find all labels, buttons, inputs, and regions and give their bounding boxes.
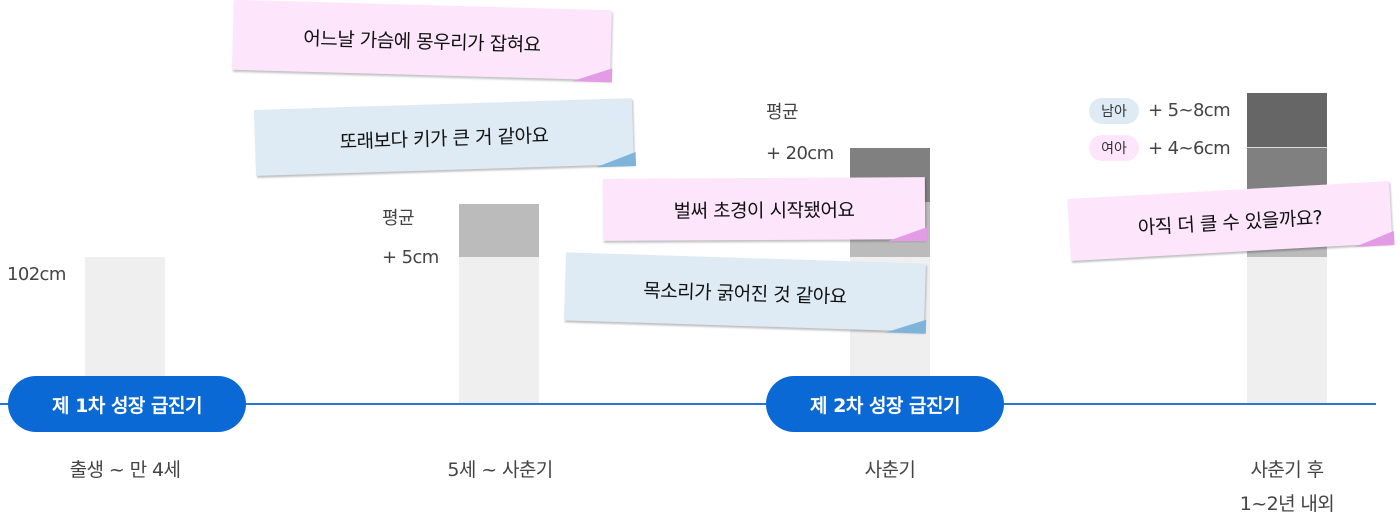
note-breast-bud: 어느날 가슴에 몽우리가 잡혀요: [232, 0, 613, 83]
stage-label-after-puberty-2: 1~2년 내외: [1239, 493, 1335, 515]
note-taller-than-peers: 또래보다 키가 큰 거 같아요: [254, 98, 637, 176]
note-menarche: 벌써 초경이 시작됐어요: [602, 177, 928, 242]
girl-gain-label: + 4~6cm: [1148, 138, 1231, 159]
boy-gain-label: + 5~8cm: [1148, 100, 1231, 121]
stage-label-5-to-puberty: 5세 ~ 사춘기: [447, 459, 553, 481]
note-text: 아직 더 클 수 있을까요?: [1137, 206, 1323, 239]
boy-badge: 남아: [1089, 98, 1139, 124]
note-can-grow-more: 아직 더 클 수 있을까요?: [1067, 181, 1395, 261]
timeline-line: [0, 403, 1376, 405]
avg-label-stage2: 평균: [382, 208, 415, 229]
note-fold-corner: [887, 227, 928, 242]
avg-label-stage3: 평균: [766, 102, 799, 123]
stage-label-birth-to-4: 출생 ~ 만 4세: [69, 459, 181, 481]
note-fold-corner: [571, 67, 613, 83]
note-text: 벌써 초경이 시작됐어요: [673, 199, 855, 222]
note-fold-corner: [595, 151, 637, 168]
stage-label-after-puberty-1: 사춘기 후: [1250, 459, 1325, 481]
note-voice-deepened: 목소리가 굵어진 것 같아요: [564, 252, 927, 334]
note-fold-corner: [1353, 230, 1395, 248]
gain-label-stage2: + 5cm: [382, 247, 439, 268]
second-growth-spurt-pill: 제 2차 성장 급진기: [766, 376, 1004, 432]
bar-gain-segment-5cm: [459, 204, 539, 257]
note-text: 목소리가 굵어진 것 같아요: [642, 279, 847, 308]
gain-label-stage3: + 20cm: [766, 143, 834, 164]
note-text: 또래보다 키가 큰 거 같아요: [339, 124, 549, 153]
bar-base-segment: [1247, 257, 1327, 404]
note-text: 어느날 가슴에 몽우리가 잡혀요: [303, 27, 541, 56]
girl-badge: 여아: [1089, 135, 1139, 161]
base-height-label: 102cm: [7, 264, 66, 285]
bar-base-segment: [459, 257, 539, 404]
bar-gain-segment-boy: [1247, 93, 1327, 148]
first-growth-spurt-pill: 제 1차 성장 급진기: [8, 376, 246, 432]
note-fold-corner: [885, 318, 927, 334]
stage-label-puberty: 사춘기: [864, 459, 916, 481]
